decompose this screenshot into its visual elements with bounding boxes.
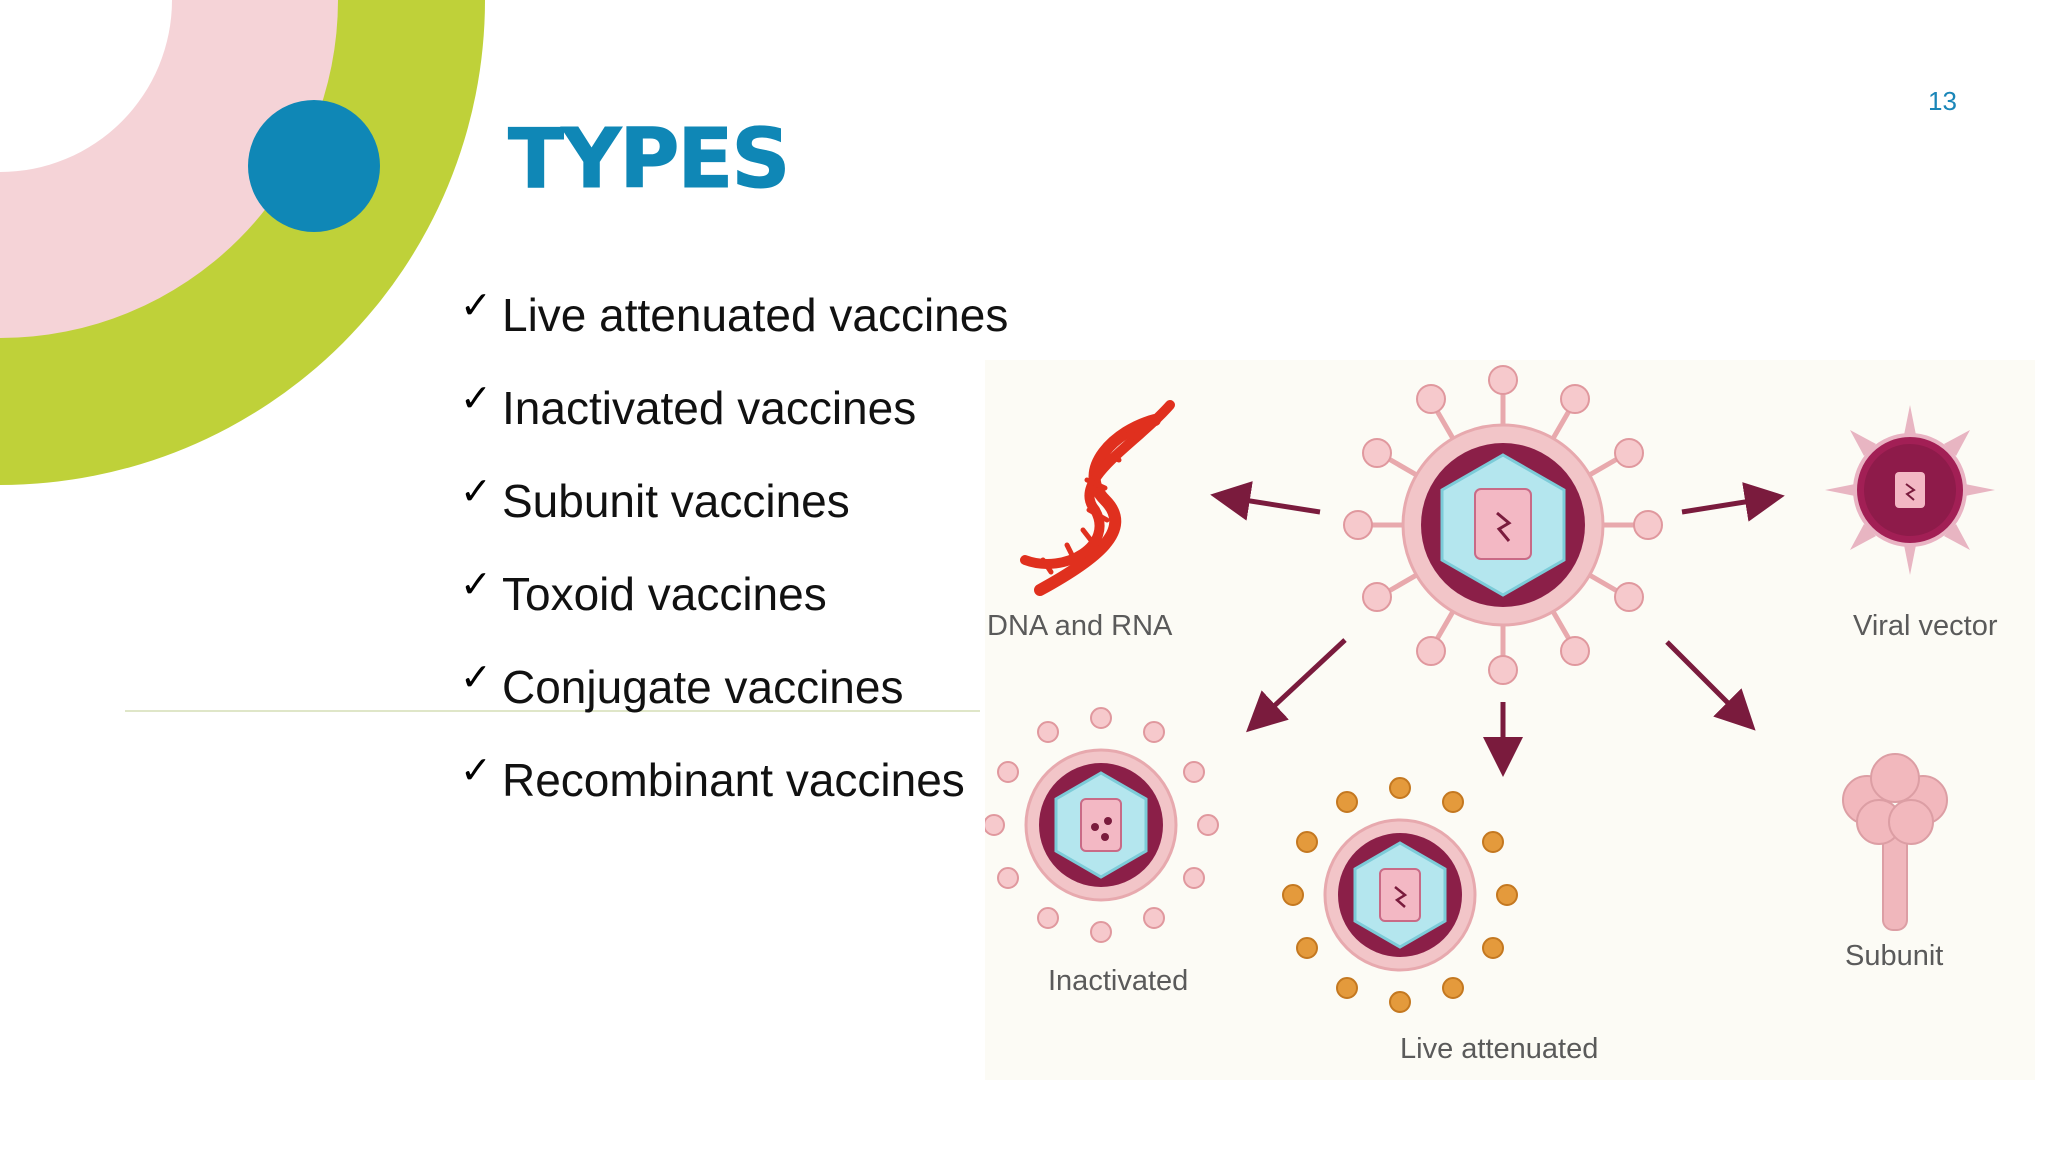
label-viral-vector: Viral vector — [1853, 610, 1998, 642]
corner-decoration — [0, 0, 485, 485]
live-attenuated-virus-icon — [1282, 777, 1518, 1013]
white-arc-center — [0, 0, 172, 172]
vaccine-types-figure: DNA and RNA Viral vector Inactivated Liv… — [985, 360, 2035, 1080]
bullet-text: Live attenuated vaccines — [502, 289, 1009, 341]
check-icon: ✓ — [460, 469, 492, 513]
subunit-icon — [1842, 753, 1948, 931]
inactivated-virus-icon — [985, 707, 1219, 943]
divider-line — [125, 710, 980, 712]
arrows — [1210, 481, 1785, 777]
check-icon: ✓ — [460, 562, 492, 606]
bullet-text: Toxoid vaccines — [502, 568, 827, 620]
viral-vector-icon — [1825, 405, 1995, 575]
label-dna-rna: DNA and RNA — [987, 610, 1173, 642]
bullet-text: Subunit vaccines — [502, 475, 850, 527]
bullet-item: ✓ Conjugate vaccines — [460, 656, 1008, 749]
bullet-text: Recombinant vaccines — [502, 754, 965, 806]
page-number: 13 — [1928, 86, 1957, 116]
arrow-to-dna — [1210, 481, 1321, 521]
arrow-to-subunit — [1665, 640, 1756, 731]
central-virus-icon — [1343, 365, 1663, 685]
blue-dot — [248, 100, 380, 232]
bullet-item: ✓ Live attenuated vaccines — [460, 284, 1008, 377]
bullet-item: ✓ Recombinant vaccines — [460, 749, 1008, 842]
check-icon: ✓ — [460, 376, 492, 420]
bullet-text: Inactivated vaccines — [502, 382, 917, 434]
label-live-attenuated: Live attenuated — [1400, 1033, 1599, 1065]
arrow-to-viral-vector — [1681, 482, 1785, 522]
label-subunit: Subunit — [1845, 940, 1944, 972]
label-inactivated: Inactivated — [1048, 965, 1189, 997]
bullet-item: ✓ Inactivated vaccines — [460, 377, 1008, 470]
vaccine-diagram — [985, 365, 1995, 1013]
slide-title: TYPES — [507, 112, 790, 208]
bullet-text: Conjugate vaccines — [502, 661, 904, 713]
dna-helix-icon — [1020, 400, 1175, 596]
check-icon: ✓ — [460, 748, 492, 792]
check-icon: ✓ — [460, 283, 492, 327]
arrow-to-inactivated — [1246, 638, 1347, 733]
check-icon: ✓ — [460, 655, 492, 699]
bullet-list: ✓ Live attenuated vaccines ✓ Inactivated… — [460, 284, 1008, 842]
bullet-item: ✓ Subunit vaccines — [460, 470, 1008, 563]
bullet-item: ✓ Toxoid vaccines — [460, 563, 1008, 656]
